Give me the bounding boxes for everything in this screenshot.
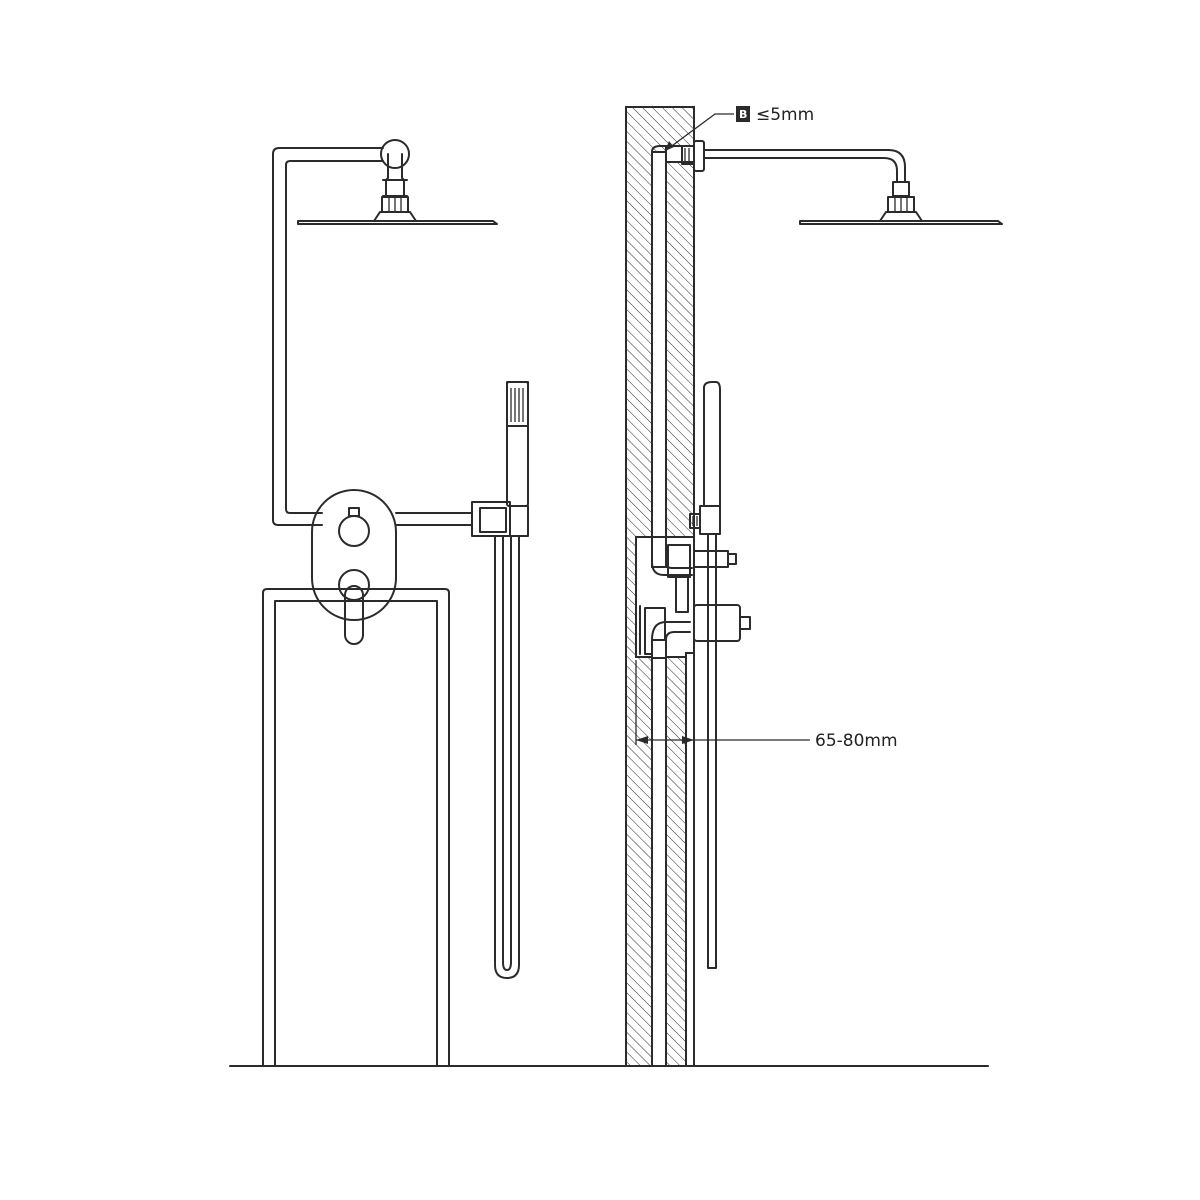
depth-label: 65-80mm — [815, 731, 898, 751]
side-view: 65-80mm B ≤5mm — [625, 105, 1003, 1067]
side-shower-connector — [887, 181, 915, 213]
side-wall-flange — [681, 140, 705, 172]
front-hand-shower-pipe — [395, 512, 473, 526]
front-supply-pipe — [272, 147, 384, 526]
front-recess-frame — [262, 588, 450, 1067]
front-shower-hose — [494, 535, 520, 979]
front-hand-shower-holder — [471, 501, 529, 537]
depth-dimension — [635, 660, 810, 745]
badge-b — [736, 106, 750, 122]
side-hose — [707, 533, 717, 969]
gap-label: ≤5mm — [756, 105, 814, 125]
side-mixer-handle — [693, 604, 751, 642]
front-shower-arm — [380, 139, 410, 213]
front-rain-shower-head — [297, 211, 498, 225]
front-hand-shower — [506, 381, 529, 507]
badge-letter: B — [739, 108, 747, 121]
side-diverter — [693, 550, 737, 568]
gap-callout: B — [664, 106, 750, 152]
side-rain-shower-head — [799, 211, 1003, 225]
wall-pipe-right — [685, 652, 695, 1067]
side-shower-arm — [703, 149, 906, 183]
front-mixer-valve — [311, 489, 397, 645]
side-hand-shower — [689, 381, 721, 535]
front-view — [262, 139, 529, 1067]
